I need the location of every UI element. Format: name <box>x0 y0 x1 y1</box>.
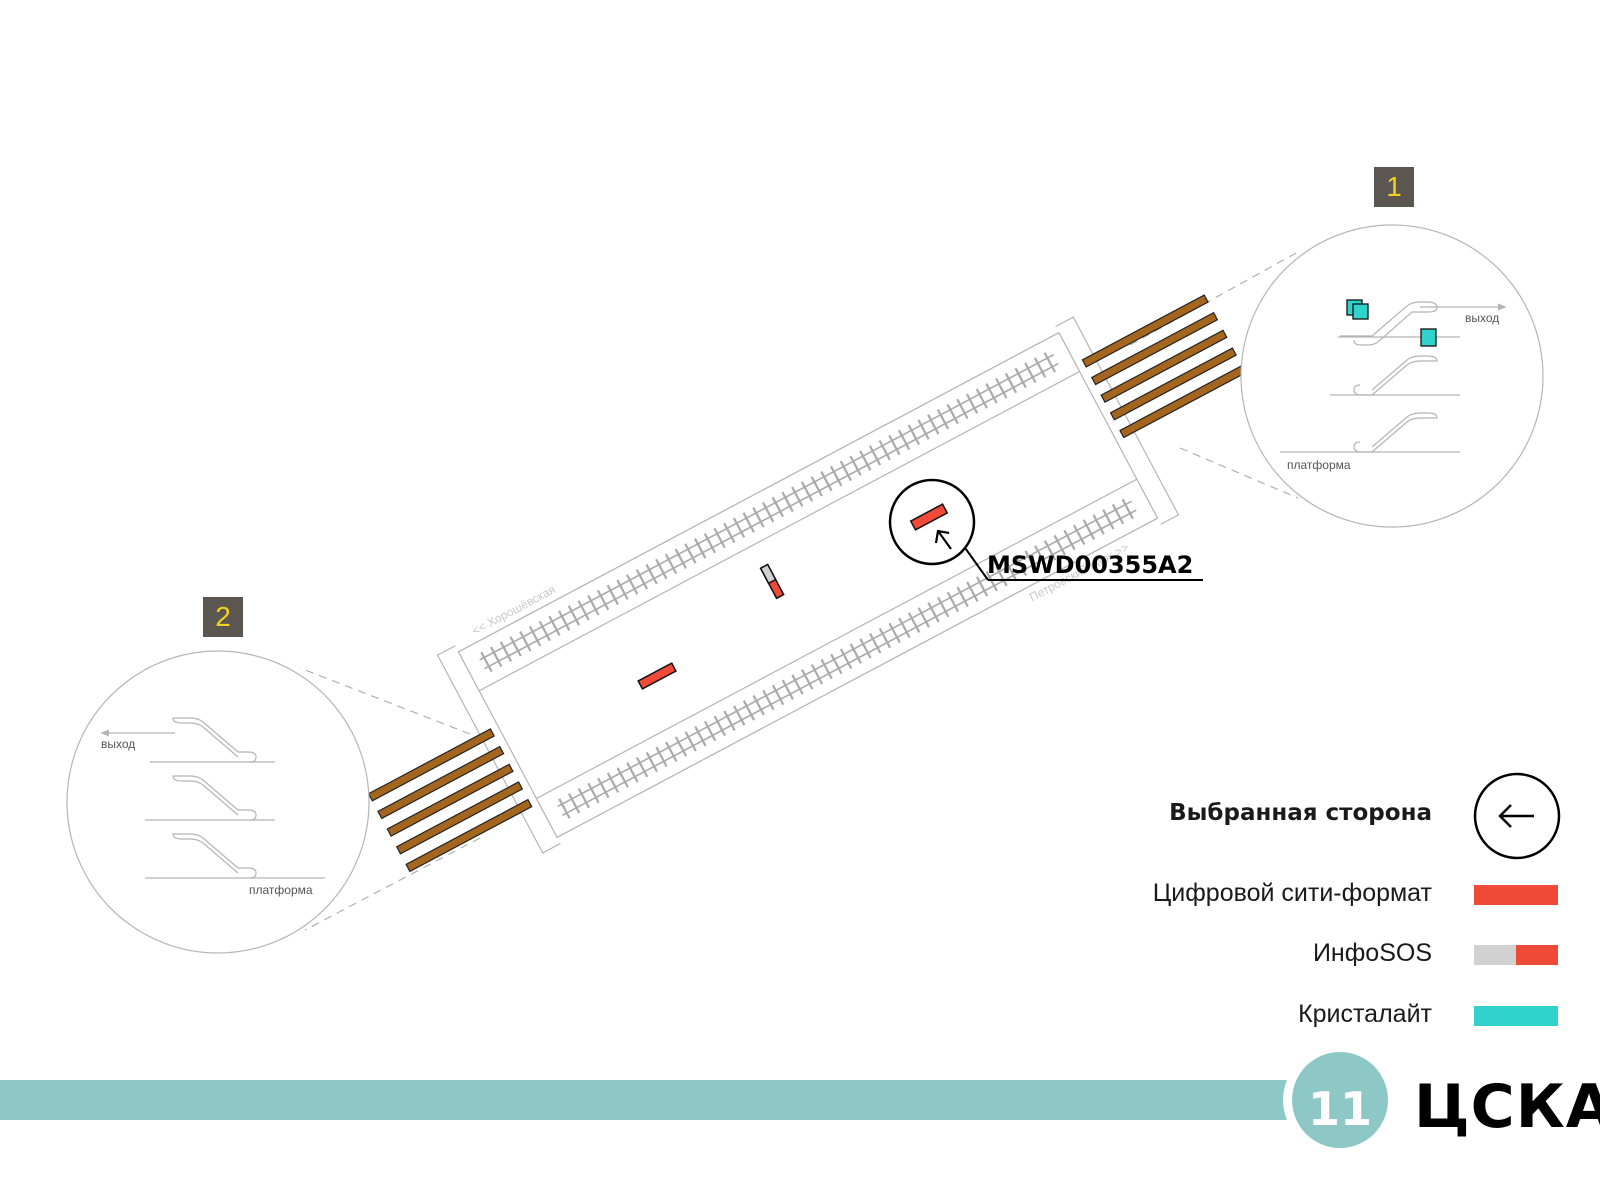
legend-crystallite-swatch <box>1474 1006 1558 1026</box>
selected-screen <box>909 503 949 531</box>
inset-1-badge: 1 <box>1374 167 1414 207</box>
device-code: MSWD00355A2 <box>987 551 1193 579</box>
arrow-up-left-icon <box>934 529 952 550</box>
inset-1-exit-label: выход <box>1465 311 1499 325</box>
rail-track <box>557 498 1137 819</box>
inset-1-platform-label: платформа <box>1287 458 1351 472</box>
line-badge <box>1292 1052 1388 1148</box>
legend-infosos-swatch <box>1474 945 1558 965</box>
line-bar <box>0 1080 1300 1120</box>
station-name: ЦСКА <box>1414 1072 1600 1142</box>
legend-city-format-swatch <box>1474 885 1558 905</box>
selected-device[interactable]: MSWD00355A2 <box>888 478 1203 581</box>
infosos-post[interactable] <box>759 563 785 600</box>
selected-side-circle <box>888 478 976 566</box>
platform: << Хорошёвская Петровский парк >> <box>367 294 1247 873</box>
callout-lines <box>299 251 1299 931</box>
rail-track <box>479 352 1059 673</box>
crystallite-unit[interactable] <box>1420 328 1437 347</box>
inset-1: выход платформа <box>1240 224 1544 528</box>
legend-crystallite-label: Кристалайт <box>1298 1000 1432 1028</box>
line-number: 11 <box>1307 1082 1372 1136</box>
legend-city-format-label: Цифровой сити-формат <box>1152 879 1432 907</box>
stairs-left <box>367 645 561 873</box>
inset-2: выход платформа <box>66 650 370 954</box>
selected-side-icon <box>1473 772 1561 860</box>
inset-2-badge: 2 <box>203 597 243 637</box>
legend-infosos-label: ИнфоSOS <box>1312 939 1432 967</box>
inset-2-exit-label: выход <box>101 737 135 751</box>
city-format-screen[interactable] <box>637 662 677 690</box>
inset-2-platform-label: платформа <box>249 883 313 897</box>
legend-selected-side: Выбранная сторона <box>1169 800 1432 826</box>
escalators-1 <box>1280 301 1507 453</box>
escalators-2 <box>100 717 325 879</box>
stairs-right <box>1055 294 1247 525</box>
crystallite-unit[interactable] <box>1352 303 1369 320</box>
